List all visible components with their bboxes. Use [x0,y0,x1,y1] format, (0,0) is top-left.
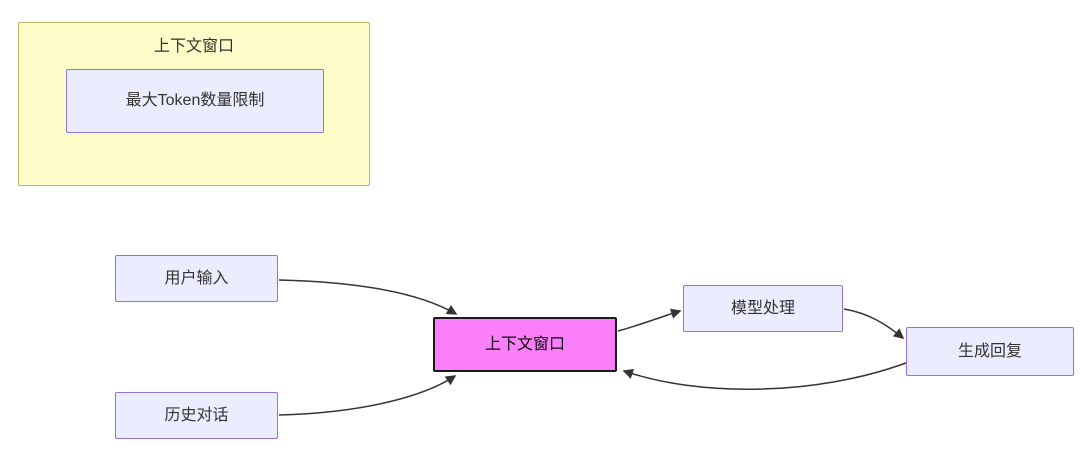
node-user-input: 用户输入 [115,255,278,302]
node-generate-reply: 生成回复 [906,327,1074,376]
subgraph-title: 上下文窗口 [153,38,234,55]
node-context-window: 上下文窗口 [433,317,617,372]
edge-model-processing-to-generate-reply [843,308,905,340]
edge-context-window-to-model-processing [617,308,682,332]
subgraph-context-window: 上下文窗口 最大Token数量限制 [18,22,370,186]
edge-generate-reply-to-context-window [622,362,907,390]
edge-history-dialogue-to-context-window [278,375,457,416]
node-max-token-limit: 最大Token数量限制 [66,69,324,133]
node-history-dialogue: 历史对话 [115,392,278,439]
edge-user-input-to-context-window [278,279,458,315]
node-model-processing: 模型处理 [683,285,843,332]
